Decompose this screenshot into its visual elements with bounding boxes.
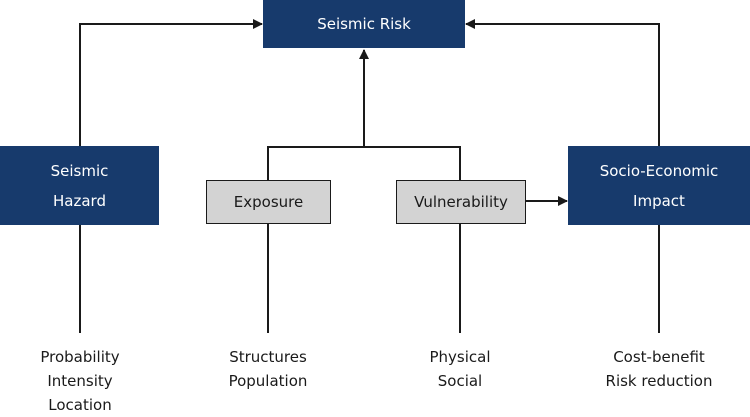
- impact-label-line2: Impact: [633, 191, 685, 210]
- seismic-risk-label: Seismic Risk: [317, 15, 411, 33]
- seismic-hazard-label-line2: Hazard: [53, 191, 106, 210]
- arrow-impact-to-risk: [465, 19, 660, 146]
- socio-economic-impact-box: Socio-Economic Impact: [568, 146, 750, 225]
- hazard-caption-line3: Location: [48, 396, 112, 414]
- connector-exposure-up: [267, 146, 461, 180]
- exposure-caption-line2: Population: [228, 372, 308, 390]
- vulnerability-box: Vulnerability: [396, 180, 526, 224]
- seismic-hazard-box: Seismic Hazard: [0, 146, 159, 225]
- vulnerability-caption-line2: Social: [437, 372, 483, 390]
- exposure-box: Exposure: [206, 180, 331, 224]
- impact-label-line1: Socio-Economic: [599, 161, 719, 180]
- seismic-hazard-label-line1: Seismic: [50, 161, 109, 180]
- hazard-caption: Probability Intensity Location: [20, 345, 140, 417]
- seismic-risk-box: Seismic Risk: [263, 0, 465, 48]
- arrow-hazard-to-risk: [79, 19, 263, 146]
- exposure-caption-line1: Structures: [229, 348, 307, 366]
- impact-caption: Cost-benefit Risk reduction: [579, 345, 739, 393]
- impact-caption-line2: Risk reduction: [605, 372, 713, 390]
- hazard-caption-line1: Probability: [40, 348, 120, 366]
- exposure-label: Exposure: [233, 193, 304, 211]
- exposure-caption: Structures Population: [203, 345, 333, 393]
- impact-caption-line1: Cost-benefit: [613, 348, 705, 366]
- hazard-caption-line2: Intensity: [47, 372, 113, 390]
- vulnerability-caption-line1: Physical: [429, 348, 491, 366]
- vulnerability-caption: Physical Social: [395, 345, 525, 393]
- vulnerability-label: Vulnerability: [414, 193, 508, 211]
